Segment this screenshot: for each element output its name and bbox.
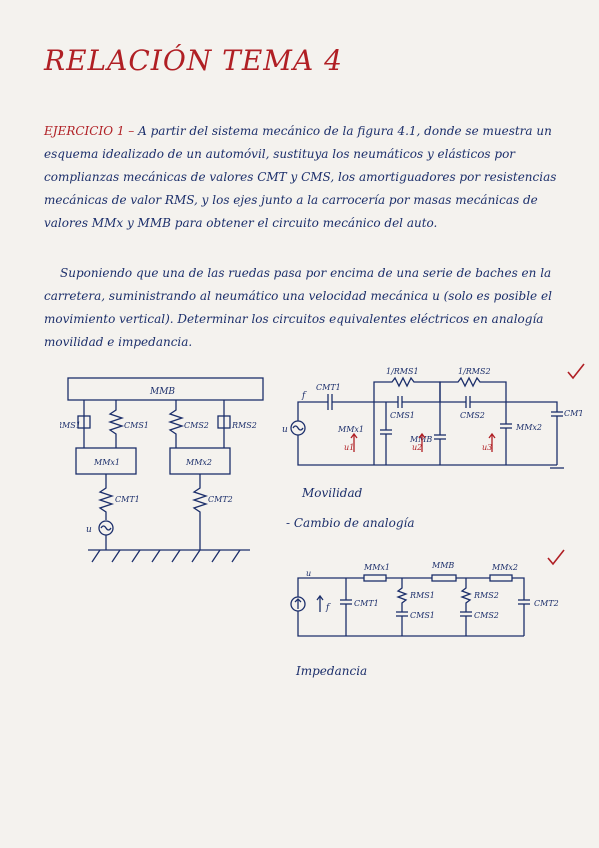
mobility-m1-label: MMx1 <box>337 425 364 434</box>
damper-left <box>77 415 91 429</box>
exercise-paragraph-1: EJERCICIO 1 – A partir del sistema mecán… <box>44 120 559 235</box>
impedance-r2-label: RMS2 <box>473 591 499 600</box>
impedance-caption: Impedancia <box>296 664 368 678</box>
damper-right-label: RMS2 <box>231 421 257 430</box>
mechanical-system-diagram: MMB RMS1 CMS1 MMx1 CMT1 u CMS2 RMS2 MMx2… <box>60 377 264 563</box>
mobility-f-label: f <box>301 391 307 401</box>
impedance-cs2-label: CMS2 <box>474 611 499 620</box>
mobility-ct1-label: CMT1 <box>316 383 341 392</box>
mobility-r2-label: 1/RMS2 <box>458 367 491 376</box>
tire-right-label: CMT2 <box>208 495 233 504</box>
check-mark-icon <box>547 549 565 566</box>
mobility-ct2-label: CMT2 <box>564 409 582 418</box>
page-title: RELACIÓN TEMA 4 <box>44 44 343 77</box>
mobility-cs2-label: CMS2 <box>460 411 485 420</box>
impedance-u-label: u <box>306 569 311 578</box>
impedance-circuit: u f CMT1 MMx1 RMS1 CMS1 MMB RMS2 CMS2 MM… <box>290 561 559 637</box>
impedance-cs1-label: CMS1 <box>410 611 435 620</box>
mobility-m2-label: MMx2 <box>515 423 542 432</box>
impedance-m2 <box>489 574 513 582</box>
check-mark-icon <box>567 363 585 380</box>
spring-left-label: CMS1 <box>124 421 149 430</box>
body-mass <box>67 377 264 401</box>
damper-left-label: RMS1 <box>60 421 81 430</box>
mobility-r1-label: 1/RMS1 <box>386 367 419 376</box>
mobility-u3-label: u3 <box>482 443 492 452</box>
spring-left <box>107 400 125 448</box>
mobility-caption: Movilidad <box>302 486 363 500</box>
impedance-m2-label: MMx2 <box>491 563 518 572</box>
spring-right-label: CMS2 <box>184 421 209 430</box>
impedance-ct2-label: CMT2 <box>534 599 559 608</box>
damper-right <box>217 415 231 429</box>
impedance-ct1-label: CMT1 <box>354 599 379 608</box>
body-mass-label: MMB <box>149 387 175 397</box>
impedance-r1-label: RMS1 <box>409 591 435 600</box>
mobility-circuit: u f CMT1 1/RMS1 CMS1 MMx1 MMB 1/RMS2 CMS… <box>282 367 582 469</box>
velocity-source-label: u <box>86 525 92 535</box>
mobility-cs1-label: CMS1 <box>390 411 415 420</box>
mobility-u2-label: u2 <box>412 443 422 452</box>
axle-mass-right-label: MMx2 <box>185 458 212 467</box>
impedance-mb <box>431 574 457 582</box>
mobility-u1-label: u1 <box>344 443 354 452</box>
change-analogy-label: - Cambio de analogía <box>286 516 415 530</box>
tire-spring-left <box>97 474 115 520</box>
tire-spring-right <box>191 474 209 550</box>
spring-right <box>167 400 185 448</box>
tire-left-label: CMT1 <box>115 495 140 504</box>
impedance-m1-label: MMx1 <box>363 563 390 572</box>
impedance-m1 <box>363 574 387 582</box>
exercise-heading: EJERCICIO 1 – <box>44 124 135 138</box>
mobility-u-label: u <box>282 425 288 435</box>
exercise-text-1: A partir del sistema mecánico de la figu… <box>44 124 557 230</box>
impedance-mb-label: MMB <box>431 561 454 570</box>
axle-mass-left-label: MMx1 <box>93 458 120 467</box>
mobility-mb-label: MMB <box>409 435 432 444</box>
exercise-paragraph-2: Suponiendo que una de las ruedas pasa po… <box>44 266 552 349</box>
impedance-f-label: f <box>325 603 331 613</box>
